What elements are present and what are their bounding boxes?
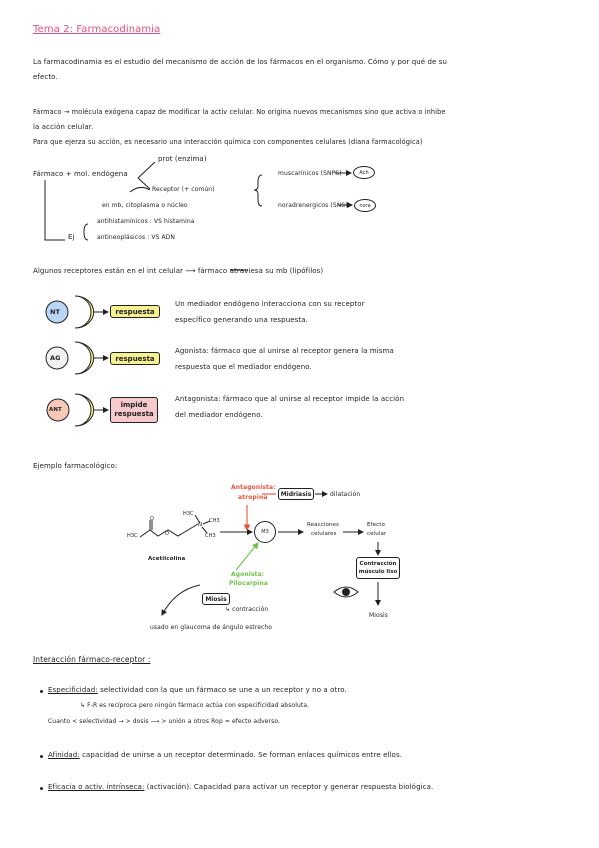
mol-o-top: O (150, 516, 155, 522)
ant-desc-1: Antagonista: fármaco que al unirse al re… (175, 395, 405, 403)
bullet-especificidad (40, 690, 43, 693)
ant-box-line-2: respuesta (114, 410, 154, 418)
scheme-vertical (44, 180, 65, 241)
glaucoma-curve (161, 584, 201, 616)
intro-line-2: efecto. (33, 73, 58, 81)
agonist-label-1: Agonista: (231, 571, 265, 578)
contraccion-line-1: Contracción (359, 561, 397, 567)
especificidad-label: Especificidad: (48, 686, 98, 694)
ag-desc-2: respuesta que el mediador endógeno. (175, 363, 312, 371)
efecto-1: Efecto (367, 522, 385, 528)
ag-response-box: respuesta (110, 352, 160, 365)
midriasis-box: Midriasis (278, 488, 314, 500)
nt-desc-1: Un mediador endógeno interacciona con su… (175, 300, 365, 308)
ant-receptor-icon (46, 393, 95, 427)
nt-label: NT (50, 308, 61, 316)
farmaco-def-line-3: Para que ejerza su acción, es necesario … (33, 138, 423, 146)
mol-bonds (139, 523, 199, 538)
mol-n-bonds (194, 514, 211, 534)
contraccion-line-2: músculo liso (358, 569, 398, 575)
ant-impide-box: impide respuesta (110, 397, 158, 423)
antagonist-label-1: Antagonista: (231, 484, 276, 491)
afinidad-line: Afinidad: capacidad de unirse a un recep… (48, 751, 402, 760)
ej-brace (83, 223, 89, 241)
ag-receptor-icon (45, 341, 95, 375)
mol-n-plus: N (198, 522, 203, 528)
ag-desc-1: Agonista: fármaco que al unirse al recep… (175, 347, 394, 355)
ach-label: Ach (359, 169, 369, 176)
acetilcolina-label: Acetilcolina (148, 556, 186, 562)
afinidad-text: capacidad de unirse a un receptor determ… (79, 751, 403, 759)
mol-h3c-left: H3C (127, 533, 138, 539)
nora-oval: nora (354, 199, 376, 212)
branch-prot (137, 161, 156, 179)
antagonist-label-2: atropina (238, 494, 268, 501)
nora-label: nora (359, 202, 371, 209)
especificidad-line: Especificidad: selectividad con la que u… (48, 686, 347, 695)
scheme-antineoplasicos: antineoplásicos : VS ADN (97, 234, 175, 241)
interaction-heading: Interacción fármaco-receptor : (33, 655, 151, 664)
agonist-arrow (235, 542, 259, 571)
ant-box-line-1: impide (120, 401, 148, 409)
efecto-2: celular (367, 531, 387, 537)
contraccion-box: Contracción músculo liso (356, 557, 400, 579)
eficacia-text: (activación). Capacidad para activar un … (144, 783, 434, 791)
mol-ch3-bottom: CH3 (205, 533, 216, 539)
example-heading: Ejemplo farmacológico: (33, 462, 118, 470)
mol-ch3-right: CH3 (209, 518, 220, 524)
scheme-muscarinicos: muscarínicos (SNPS) (278, 170, 342, 177)
scheme-noradrenergicos: noradrenergicos (SNS) (278, 202, 348, 209)
glaucoma-note: usado en glaucoma de ángulo estrecho (150, 624, 273, 631)
nt-receptor-icon (45, 295, 95, 329)
eficacia-line: Eficacia o activ. intrínseca: (activació… (48, 783, 433, 792)
dilatacion-label: dilatación (330, 491, 361, 498)
cuanto-line: Cuanto < selectividad → > dosis ⟶ > unió… (48, 718, 281, 725)
receptor-curve (129, 186, 151, 193)
farmaco-def-line-1: Fármaco → molécula exógena capaz de modi… (33, 108, 446, 116)
nt-desc-2: específico generando una respuesta. (175, 316, 308, 324)
page-title: Tema 2: Farmacodinamia (33, 24, 161, 35)
ant-desc-2: del mediador endógeno. (175, 411, 263, 419)
m3-receptor: M3 (254, 521, 276, 543)
agonist-label-2: Pilocarpina (229, 580, 268, 587)
scheme-receptor: Receptor (+ común) (152, 186, 215, 193)
fr-line: ↳ F-R es recíproca pero ningún fármaco a… (80, 702, 310, 709)
nt-response-box: respuesta (110, 305, 160, 318)
mol-co-double (149, 520, 153, 530)
bullet-afinidad (40, 755, 43, 758)
brace-right (253, 174, 263, 207)
ag-label: AG (50, 354, 61, 362)
eficacia-label: Eficacia o activ. intrínseca: (48, 783, 145, 791)
reacciones-2: celulares (311, 531, 337, 537)
intro-line-1: La farmacodinamia es el estudio del meca… (33, 58, 448, 66)
eye-icon (333, 586, 359, 598)
farmaco-def-line-2: la acción celular. (33, 123, 94, 131)
mol-h3c-top: H3C (183, 511, 194, 517)
bullet-eficacia (40, 787, 43, 790)
ant-label: ANT (49, 407, 62, 413)
miosis-box: Miosis (202, 593, 230, 605)
scheme-antihistaminicos: antihistamínicos : VS histamina (97, 218, 195, 225)
mol-o-mid: O (165, 531, 170, 537)
contraccion-note: ↳ contracción (225, 606, 269, 613)
scheme-ej-label: Ej (68, 233, 75, 241)
branch-receptor (137, 177, 151, 190)
especificidad-text: selectividad con la que un fármaco se un… (97, 686, 347, 694)
scheme-root: Fármaco + mol. endógena (33, 170, 128, 178)
miosis-right: Miosis (369, 612, 389, 619)
receptors-intro: Algunos receptores están en el int celul… (33, 267, 324, 275)
afinidad-label: Afinidad: (48, 751, 80, 759)
scheme-location: en mb, citoplasma o núcleo (102, 202, 188, 209)
reacciones-1: Reacciones (307, 522, 340, 528)
scheme-prot: prot (enzima) (158, 155, 207, 163)
ach-oval: Ach (353, 166, 375, 179)
m3-label: M3 (261, 529, 269, 535)
